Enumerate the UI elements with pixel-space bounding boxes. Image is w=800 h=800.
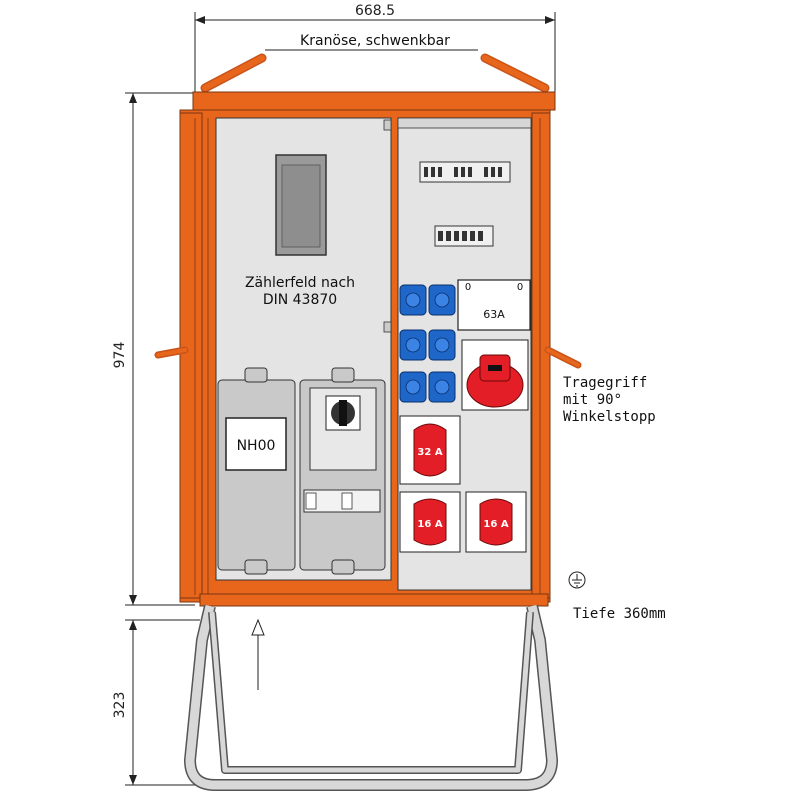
cabinet-roof	[192, 91, 556, 111]
schuko-socket	[399, 284, 427, 316]
cee-32a-label: 32 A	[417, 447, 442, 458]
fuse-label: NH00	[237, 438, 276, 454]
door-edge-left	[179, 112, 203, 599]
handle-left	[154, 346, 189, 359]
cee-socket-32a: 32 A	[399, 415, 461, 485]
main-switch-module	[299, 367, 386, 575]
cee-16a-right-label: 16 A	[483, 519, 508, 530]
cee-socket-16a-left: 16 A	[399, 491, 461, 553]
stand-height-value: 323	[112, 692, 128, 719]
cabinet-height-value: 974	[112, 342, 128, 369]
fuse-module: NH00	[217, 367, 296, 575]
ground-symbol-icon	[568, 571, 586, 589]
schuko-socket-grid	[399, 284, 456, 403]
cee-socket-16a-right: 16 A	[465, 491, 527, 553]
cee-socket-large	[461, 339, 529, 411]
meter-field-label-2: DIN 43870	[263, 292, 337, 308]
handle-label-1: Tragegriff	[563, 375, 647, 391]
cabinet-plinth	[199, 593, 549, 607]
cabinet-stand	[184, 604, 558, 791]
terminal-0-right: 0	[517, 282, 523, 293]
schuko-socket	[428, 371, 456, 403]
crane-eye-right	[480, 53, 550, 93]
meter-field-label-1: Zählerfeld nach	[245, 275, 355, 291]
dimension-cabinet-height: 974	[112, 92, 195, 606]
schuko-socket	[399, 371, 427, 403]
handle-label-3: Winkelstopp	[563, 409, 656, 425]
breaker-row-middle	[434, 225, 494, 247]
handle-right	[544, 346, 582, 369]
dimension-stand-height: 323	[112, 619, 200, 786]
cee-16a-left-label: 16 A	[417, 519, 442, 530]
crane-eye-callout: Kranöse, schwenkbar	[265, 33, 478, 51]
breaker-row-top	[419, 161, 511, 183]
handle-label-2: mit 90°	[563, 392, 622, 408]
crane-eye-left	[200, 53, 267, 93]
arrow-up-icon	[251, 618, 265, 690]
breaker-63a-label: 63A	[483, 308, 505, 321]
depth-label: Tiefe 360mm	[573, 606, 666, 622]
terminal-0-left: 0	[465, 282, 471, 293]
width-value: 668.5	[355, 3, 395, 19]
dimension-width: 668.5	[194, 3, 556, 95]
crane-eye-label: Kranöse, schwenkbar	[300, 33, 450, 49]
schuko-socket	[428, 284, 456, 316]
schuko-socket	[399, 329, 427, 361]
breaker-63a: 0 0 63A	[457, 279, 531, 331]
schuko-socket	[428, 329, 456, 361]
door-edge-right	[531, 112, 551, 599]
